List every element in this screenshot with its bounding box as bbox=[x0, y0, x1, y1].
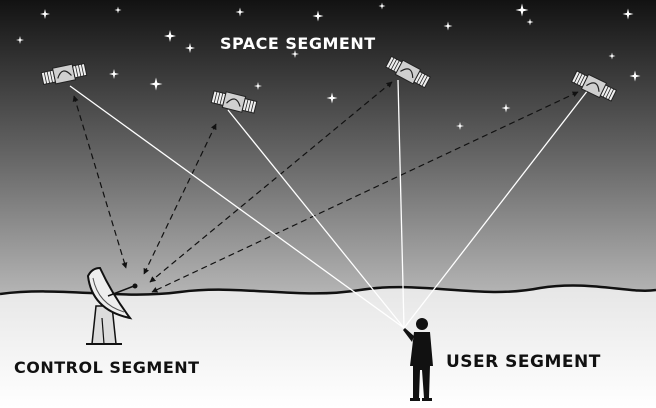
satellite-dish-icon bbox=[86, 266, 138, 345]
person-silhouette-icon bbox=[403, 318, 433, 401]
signal-line-1 bbox=[69, 85, 405, 329]
control-segment-label: CONTROL SEGMENT bbox=[14, 358, 200, 377]
control-link-4 bbox=[151, 91, 579, 293]
space-segment-label: SPACE SEGMENT bbox=[220, 34, 376, 53]
signal-line-2 bbox=[227, 109, 405, 329]
user-segment-label: USER SEGMENT bbox=[446, 352, 601, 372]
ground-area bbox=[0, 285, 656, 408]
signal-line-3 bbox=[397, 79, 405, 329]
control-links bbox=[72, 81, 579, 293]
signal-line-4 bbox=[403, 89, 589, 329]
signal-lines bbox=[69, 79, 589, 329]
